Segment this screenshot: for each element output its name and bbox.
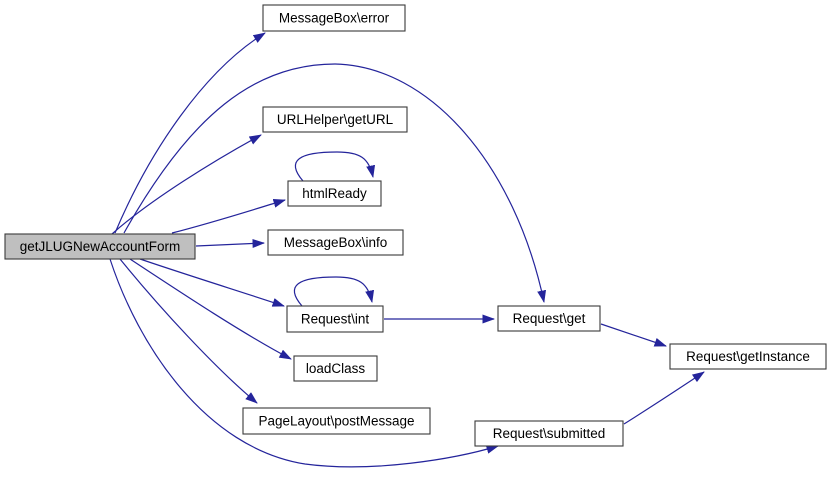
node-postmessage[interactable]: PageLayout\postMessage: [242, 407, 431, 435]
node-main: getJLUGNewAccountForm: [4, 233, 196, 260]
node-getinstance-label: Request\getInstance: [686, 349, 810, 364]
node-get-box[interactable]: [497, 305, 601, 332]
node-get-label: Request\get: [513, 311, 586, 326]
edge-main-to-get: [123, 63, 547, 303]
node-int[interactable]: Request\int: [286, 305, 384, 333]
node-submitted-box[interactable]: [474, 420, 624, 447]
node-postmessage-label: PageLayout\postMessage: [258, 414, 414, 429]
edges-layer: [109, 32, 705, 468]
node-int-label: Request\int: [301, 312, 370, 327]
node-info[interactable]: MessageBox\info: [267, 229, 404, 256]
node-postmessage-box[interactable]: [242, 407, 431, 435]
node-loadclass-label: loadClass: [306, 361, 366, 376]
node-getinstance-box[interactable]: [669, 343, 827, 370]
edge-main-to-loadclass: [129, 258, 292, 360]
node-main-box: [4, 233, 196, 260]
node-loadclass-box[interactable]: [293, 355, 378, 382]
node-getinstance[interactable]: Request\getInstance: [669, 343, 827, 370]
edge-self-htmlready: [294, 151, 376, 182]
node-error-label: MessageBox\error: [279, 11, 390, 26]
node-info-label: MessageBox\info: [284, 235, 388, 250]
edge-main-to-info: [195, 238, 265, 248]
node-geturl[interactable]: URLHelper\getURL: [262, 106, 408, 133]
node-submitted[interactable]: Request\submitted: [474, 420, 624, 447]
edge-main-to-htmlready: [171, 199, 286, 234]
node-submitted-label: Request\submitted: [493, 426, 606, 441]
edge-self-int: [293, 276, 375, 307]
node-geturl-box[interactable]: [262, 106, 408, 133]
node-info-box[interactable]: [267, 229, 404, 256]
node-int-box[interactable]: [286, 305, 384, 333]
node-htmlready-box[interactable]: [287, 180, 382, 207]
edge-main-to-submitted: [109, 258, 499, 468]
node-htmlready[interactable]: htmlReady: [287, 180, 382, 207]
node-error[interactable]: MessageBox\error: [262, 4, 406, 32]
node-main-label: getJLUGNewAccountForm: [20, 239, 181, 254]
node-get[interactable]: Request\get: [497, 305, 601, 332]
node-error-box[interactable]: [262, 4, 406, 32]
node-loadclass[interactable]: loadClass: [293, 355, 378, 382]
edge-main-to-geturl: [111, 134, 262, 235]
edge-main-to-postmessage: [119, 258, 258, 404]
node-htmlready-label: htmlReady: [302, 186, 367, 201]
edge-main-to-int: [139, 258, 285, 307]
nodes-layer: getJLUGNewAccountForm MessageBox\errorURL…: [4, 4, 827, 447]
node-geturl-label: URLHelper\getURL: [277, 112, 394, 127]
edge-main-to-error: [114, 32, 266, 234]
edge-get-to-getinstance: [600, 323, 667, 347]
edge-submitted-to-getinstance: [623, 371, 705, 425]
